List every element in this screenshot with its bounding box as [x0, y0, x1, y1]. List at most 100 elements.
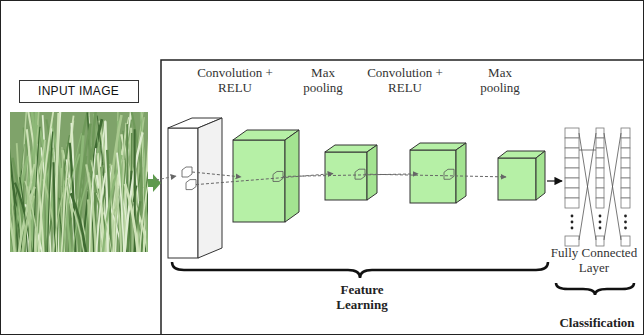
neuron-cell	[596, 158, 604, 168]
feature-map-cuboid	[498, 151, 545, 200]
neuron-cell	[565, 128, 579, 138]
kernel-window	[273, 171, 283, 181]
kernel-arrow	[156, 176, 176, 180]
neuron-cell	[596, 138, 604, 148]
label-holder: Convolution + RELU	[360, 66, 450, 96]
ellipsis-dot	[571, 227, 574, 230]
grass-photo	[10, 112, 148, 252]
neuron-cell	[621, 138, 630, 148]
label-holder: Convolution + RELU	[190, 66, 280, 96]
ellipsis-dot	[599, 227, 602, 230]
grass-blade	[10, 192, 15, 252]
fc-connection	[604, 133, 621, 240]
cuboid-front	[498, 158, 536, 200]
layer-label: Max pooling	[475, 66, 525, 96]
input-arrow	[147, 174, 161, 192]
cuboid-front	[325, 152, 367, 200]
neuron-cell	[596, 198, 604, 208]
stage-label: Feature Learning	[327, 283, 397, 313]
label-holder: Max pooling	[298, 66, 348, 96]
cuboid-side	[367, 145, 377, 200]
feature-map-cuboid	[325, 145, 377, 200]
feature-maps	[168, 118, 545, 258]
kernel-window	[182, 167, 192, 177]
kernel-window	[444, 169, 454, 179]
kernel-window	[355, 169, 365, 179]
layer-label: Fully Connected Layer	[547, 246, 641, 276]
ellipsis-dot	[624, 221, 627, 224]
neuron-cell	[621, 236, 630, 246]
neuron-cell	[565, 236, 579, 246]
neuron-cell	[621, 128, 630, 138]
fc-connection	[579, 133, 596, 240]
kernel-arrows	[156, 167, 506, 190]
neuron-cell	[565, 158, 579, 168]
neuron-cell	[596, 148, 604, 158]
ellipsis-dot	[599, 215, 602, 218]
input-label-box: INPUT IMAGE	[19, 80, 139, 103]
ellipsis-dot	[571, 221, 574, 224]
neuron-cell	[621, 168, 630, 178]
neuron-cell	[621, 148, 630, 158]
cuboid-side	[536, 151, 545, 200]
grass-blade	[124, 132, 142, 252]
layer-label: Convolution + RELU	[190, 66, 280, 96]
grass-blade	[71, 193, 87, 252]
feature-map-cuboid	[410, 143, 466, 203]
feature-brace	[172, 262, 548, 278]
kernel-window	[186, 180, 196, 190]
ellipsis-dot	[599, 221, 602, 224]
neuron-cell	[565, 188, 579, 198]
label-holder: Fully Connected Layer	[547, 246, 641, 276]
grass-blade	[39, 112, 56, 252]
neuron-cell	[596, 128, 604, 138]
kernel-arrow	[365, 174, 506, 177]
neuron-cell	[596, 168, 604, 178]
grass-blade	[125, 184, 138, 252]
grass-blade	[96, 173, 105, 252]
neuron-cell	[565, 168, 579, 178]
label-holder: Classification	[552, 316, 642, 331]
neuron-cell	[565, 148, 579, 158]
flatten-arrow	[547, 180, 562, 181]
grass-blade	[22, 196, 34, 252]
grass-blade	[97, 116, 108, 252]
grass-blade	[54, 192, 64, 252]
neuron-cell	[596, 188, 604, 198]
neuron-cell	[596, 236, 604, 246]
ellipsis-dot	[571, 215, 574, 218]
neuron-cell	[565, 198, 579, 208]
classification-brace	[556, 283, 634, 295]
kernel-arrow	[192, 172, 241, 177]
label-holder: Max pooling	[475, 66, 525, 96]
fc-connection	[604, 133, 621, 240]
grass-blade	[142, 131, 145, 252]
layer-label: Convolution + RELU	[360, 66, 450, 96]
node-text: INPUT IMAGE	[20, 81, 138, 101]
kernel-arrow	[196, 174, 333, 185]
fully-connected-layer	[565, 128, 630, 246]
stage-label: Classification	[552, 316, 642, 331]
cuboid-front	[410, 150, 456, 203]
cuboid-front	[168, 128, 198, 258]
neuron-cell	[621, 178, 630, 188]
grass-blade	[89, 148, 95, 252]
ellipsis-dot	[624, 227, 627, 230]
grass-blade	[25, 181, 39, 252]
cuboid-side	[456, 143, 466, 203]
neuron-cell	[565, 178, 579, 188]
neuron-cell	[565, 138, 579, 148]
grass-blade	[63, 133, 81, 252]
network-frame	[161, 60, 644, 335]
neuron-cell	[596, 178, 604, 188]
neuron-cell	[621, 158, 630, 168]
cuboid-front	[233, 140, 285, 222]
layer-label: Max pooling	[298, 66, 348, 96]
fc-connection	[579, 150, 596, 151]
neuron-cell	[621, 188, 630, 198]
grass-blade	[96, 193, 112, 252]
fc-connection	[579, 133, 596, 240]
